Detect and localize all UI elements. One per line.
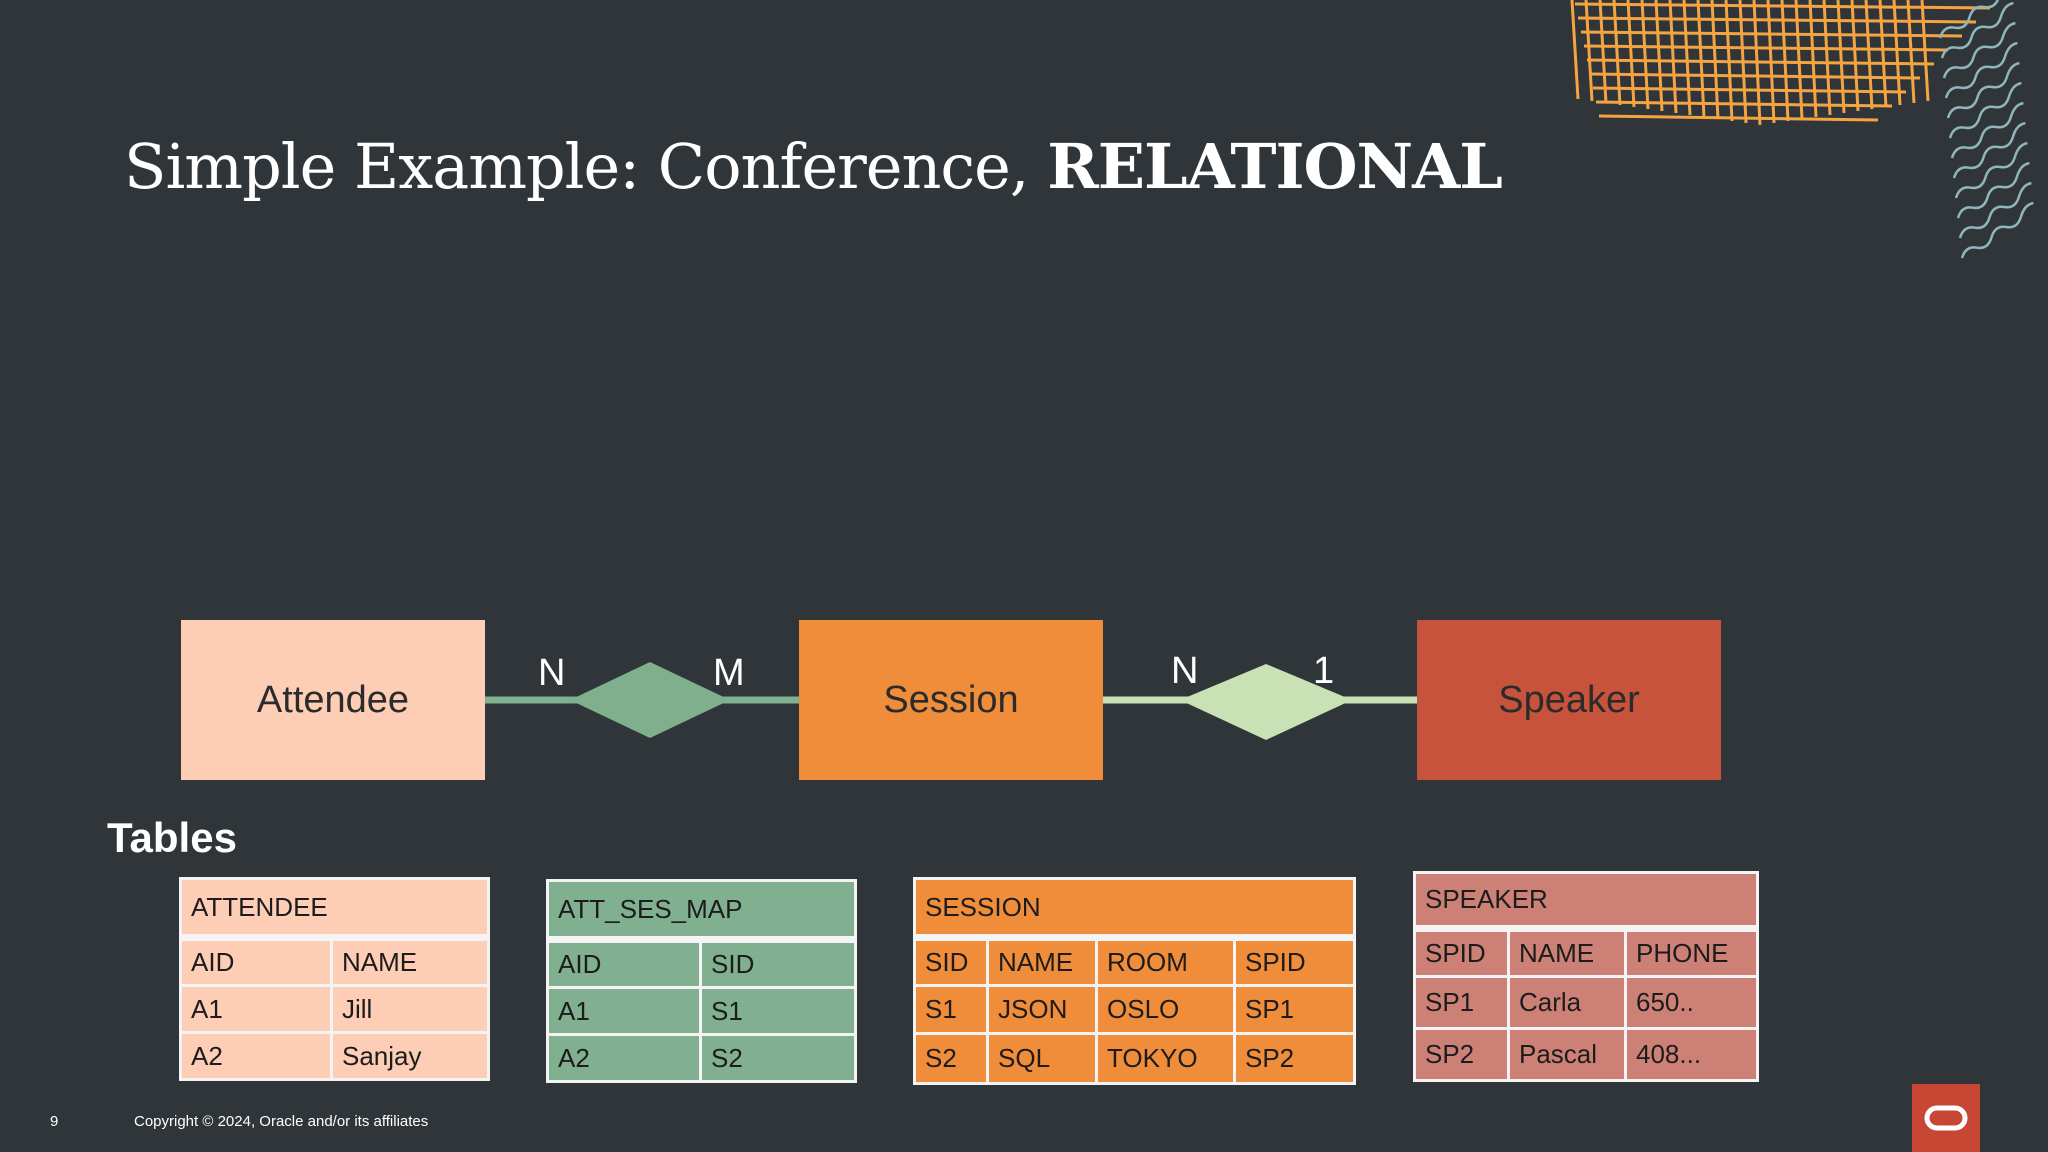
- relationship-diamond-attends: [570, 662, 730, 738]
- slide-title-emphasis: RELATIONAL: [1047, 130, 1503, 203]
- column-header: SPID: [1413, 927, 1510, 978]
- table-cell: S1: [913, 984, 989, 1035]
- table-name: SPEAKER: [1412, 871, 1760, 932]
- cardinality-session-side: N: [1171, 650, 1199, 692]
- table-cell: SP2: [1232, 1032, 1357, 1085]
- table-cell: SP1: [1232, 984, 1357, 1035]
- cardinality-speaker-side-one: 1: [1313, 650, 1335, 692]
- cardinality-session-side-many: M: [713, 652, 745, 694]
- table-cell: SQL: [986, 1032, 1098, 1085]
- slide-page-number: 9: [50, 1113, 59, 1130]
- entity-speaker: Speaker: [1417, 620, 1721, 780]
- oracle-logo-icon: [1924, 1105, 1968, 1131]
- table-cell: SP1: [1413, 975, 1510, 1030]
- column-header: AID: [546, 938, 702, 989]
- table-cell: A1: [179, 984, 333, 1034]
- table-cell: 650..: [1623, 975, 1760, 1030]
- copyright-text: Copyright © 2024, Oracle and/or its affi…: [134, 1113, 429, 1130]
- entity-attendee: Attendee: [181, 620, 485, 780]
- entity-session: Session: [799, 620, 1103, 780]
- table-name: SESSION: [912, 877, 1357, 941]
- table-cell: A2: [546, 1033, 702, 1083]
- table-cell: TOKYO: [1095, 1032, 1236, 1085]
- table-cell: 408...: [1623, 1027, 1760, 1082]
- column-header: SID: [699, 938, 857, 989]
- table-cell: S1: [699, 986, 857, 1036]
- table-cell: Sanjay: [329, 1031, 491, 1081]
- table-cell: JSON: [986, 984, 1098, 1035]
- table-cell: S2: [699, 1033, 857, 1083]
- tables-heading: Tables: [107, 814, 237, 861]
- table-cell: A2: [179, 1031, 333, 1081]
- column-header: NAME: [1507, 927, 1627, 978]
- slide-title: Simple Example: Conference, RELATIONAL: [124, 130, 1503, 203]
- relationship-diamond-presents: [1180, 664, 1352, 740]
- oracle-logo: [1912, 1084, 1980, 1152]
- table-cell: Carla: [1507, 975, 1627, 1030]
- column-header: NAME: [986, 936, 1098, 987]
- table-cell: OSLO: [1095, 984, 1236, 1035]
- column-header: AID: [179, 936, 333, 987]
- table-cell: Jill: [329, 984, 491, 1034]
- column-header: PHONE: [1623, 927, 1760, 978]
- table-cell: S2: [913, 1032, 989, 1085]
- column-header: ROOM: [1095, 936, 1236, 987]
- table-cell: SP2: [1413, 1027, 1510, 1082]
- column-header: SID: [913, 936, 989, 987]
- column-header: SPID: [1232, 936, 1357, 987]
- table-cell: A1: [546, 986, 702, 1036]
- table-name: ATTENDEE: [178, 877, 491, 941]
- slide-title-prefix: Simple Example: Conference,: [124, 130, 1048, 203]
- table-name: ATT_SES_MAP: [546, 879, 857, 943]
- table-cell: Pascal: [1507, 1027, 1627, 1082]
- cardinality-attendee-side: N: [538, 652, 566, 694]
- column-header: NAME: [329, 936, 491, 987]
